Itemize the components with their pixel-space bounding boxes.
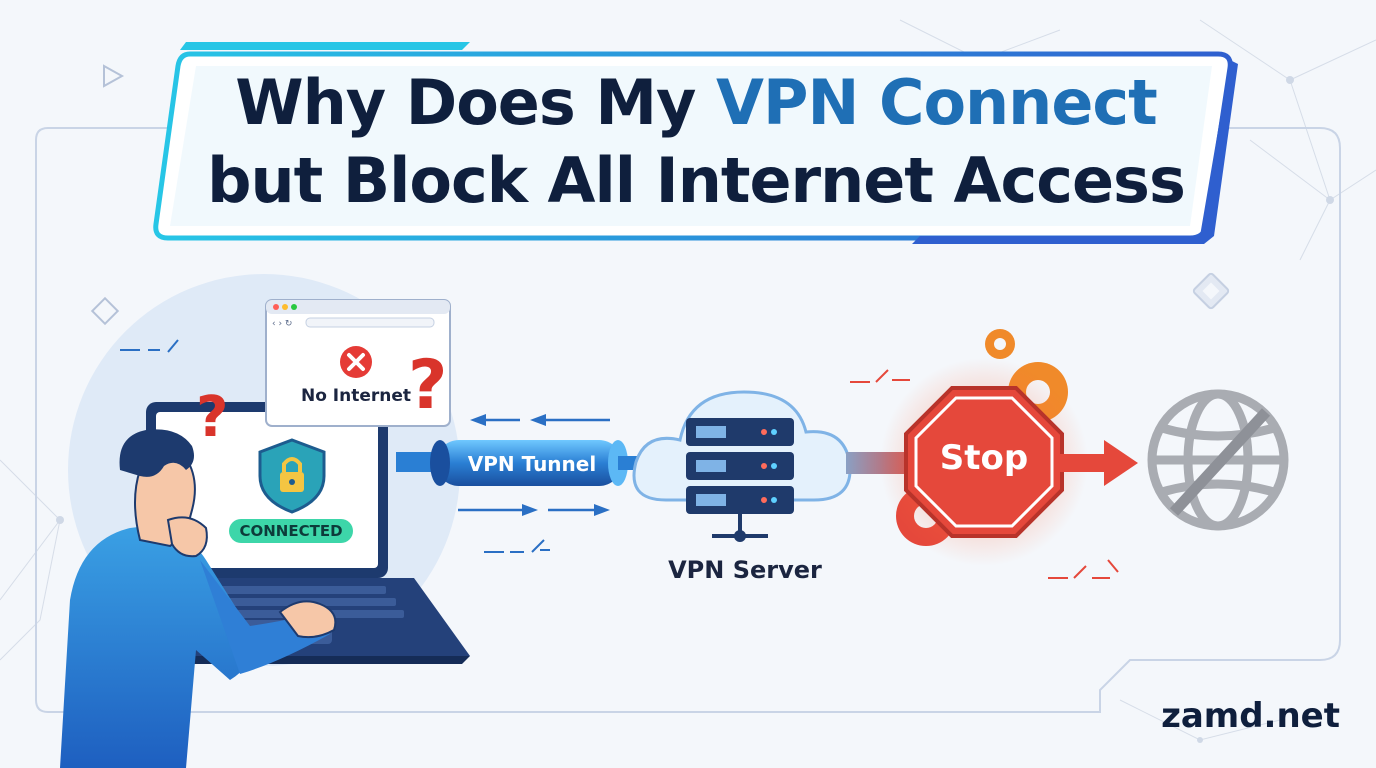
svg-text:?: ?	[408, 346, 447, 425]
svg-text:‹ › ↻: ‹ › ↻	[272, 319, 292, 329]
connected-badge	[229, 519, 353, 543]
server-icon	[686, 418, 794, 542]
error-x-icon	[340, 346, 372, 378]
person-figure	[60, 429, 337, 768]
vpn-tunnel	[396, 440, 648, 486]
content-frame	[35, 127, 1341, 713]
title-accent: VPN Connect	[716, 66, 1158, 139]
dash-decorations	[120, 339, 1119, 579]
page-title: Why Does My VPN Connect but Block All In…	[168, 52, 1224, 232]
no-internet-text: No Internet	[300, 386, 412, 406]
vpn-server-label: VPN Server	[668, 556, 822, 584]
title-banner	[153, 42, 1238, 244]
title-line-1: Why Does My VPN Connect	[235, 64, 1158, 142]
title-line-2: but Block All Internet Access	[207, 144, 1186, 217]
vpn-tunnel-label: VPN Tunnel	[467, 452, 597, 476]
stop-sign-icon	[904, 386, 1064, 538]
question-mark-icon: ? ?	[196, 346, 447, 450]
title-prefix: Why Does My	[235, 66, 717, 139]
play-triangle-decoration	[103, 64, 125, 88]
connected-status-badge: CONNECTED	[239, 522, 343, 540]
arrow-icon	[458, 414, 610, 516]
shield-lock-icon	[258, 438, 326, 514]
diamond-decoration	[90, 296, 120, 326]
red-arrow-icon	[1058, 440, 1138, 486]
blocked-globe-icon	[1147, 389, 1289, 531]
brand-site-name: zamd.net	[1161, 696, 1340, 736]
stop-sign-label: Stop	[939, 438, 1029, 478]
svg-text:?: ?	[196, 385, 228, 450]
